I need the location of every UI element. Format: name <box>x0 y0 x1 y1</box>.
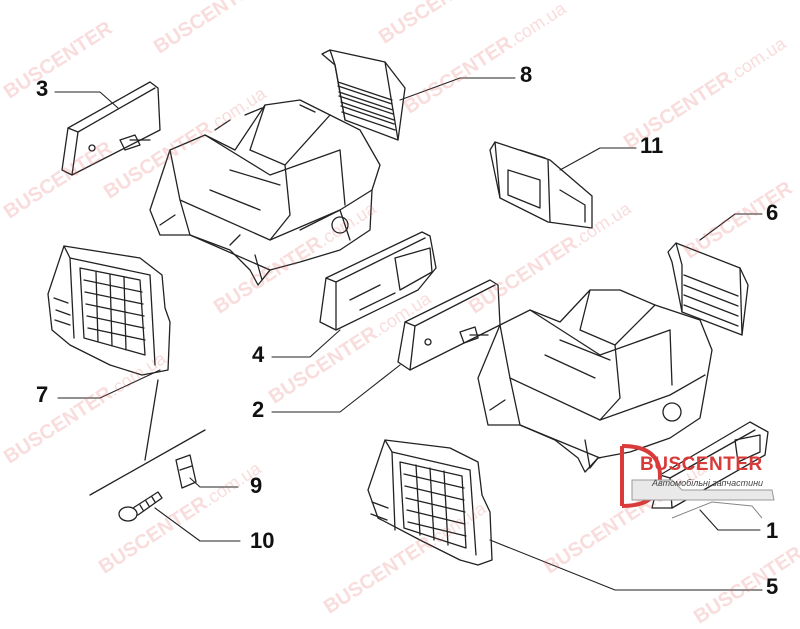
buscenter-logo <box>620 444 775 519</box>
part-7-grille-panel <box>47 245 171 376</box>
part-4-side-cover <box>319 231 437 331</box>
part-10-bolt <box>118 491 163 522</box>
part-11-bracket-cover <box>489 141 593 229</box>
part-3-side-cover <box>61 81 161 176</box>
callout-label-8: 8 <box>520 62 533 87</box>
callout-label-11: 11 <box>640 133 664 158</box>
callout-label-6: 6 <box>766 200 779 225</box>
part-9-clip-nut <box>175 454 197 489</box>
callout-label-7: 7 <box>36 382 49 407</box>
part-2-side-cover <box>397 279 501 371</box>
callout-label-1: 1 <box>766 518 779 543</box>
seat-frame-left <box>149 99 381 286</box>
callout-label-10: 10 <box>250 528 275 553</box>
callout-label-2: 2 <box>252 397 265 422</box>
part-5-grille-panel <box>367 439 493 566</box>
callout-label-3: 3 <box>36 76 49 101</box>
callout-label-5: 5 <box>766 574 779 599</box>
part-8-vent-cover <box>321 49 406 141</box>
part-6-vent-cover <box>667 242 749 336</box>
seat-frame-right <box>477 289 713 473</box>
callout-label-9: 9 <box>250 473 263 498</box>
leader-lines <box>54 77 763 591</box>
callout-label-4: 4 <box>252 342 265 367</box>
assembly-lines <box>89 379 206 496</box>
logo-name: BUSCENTER <box>640 454 763 475</box>
logo-tagline: Автомобільні запчастини <box>652 478 764 488</box>
